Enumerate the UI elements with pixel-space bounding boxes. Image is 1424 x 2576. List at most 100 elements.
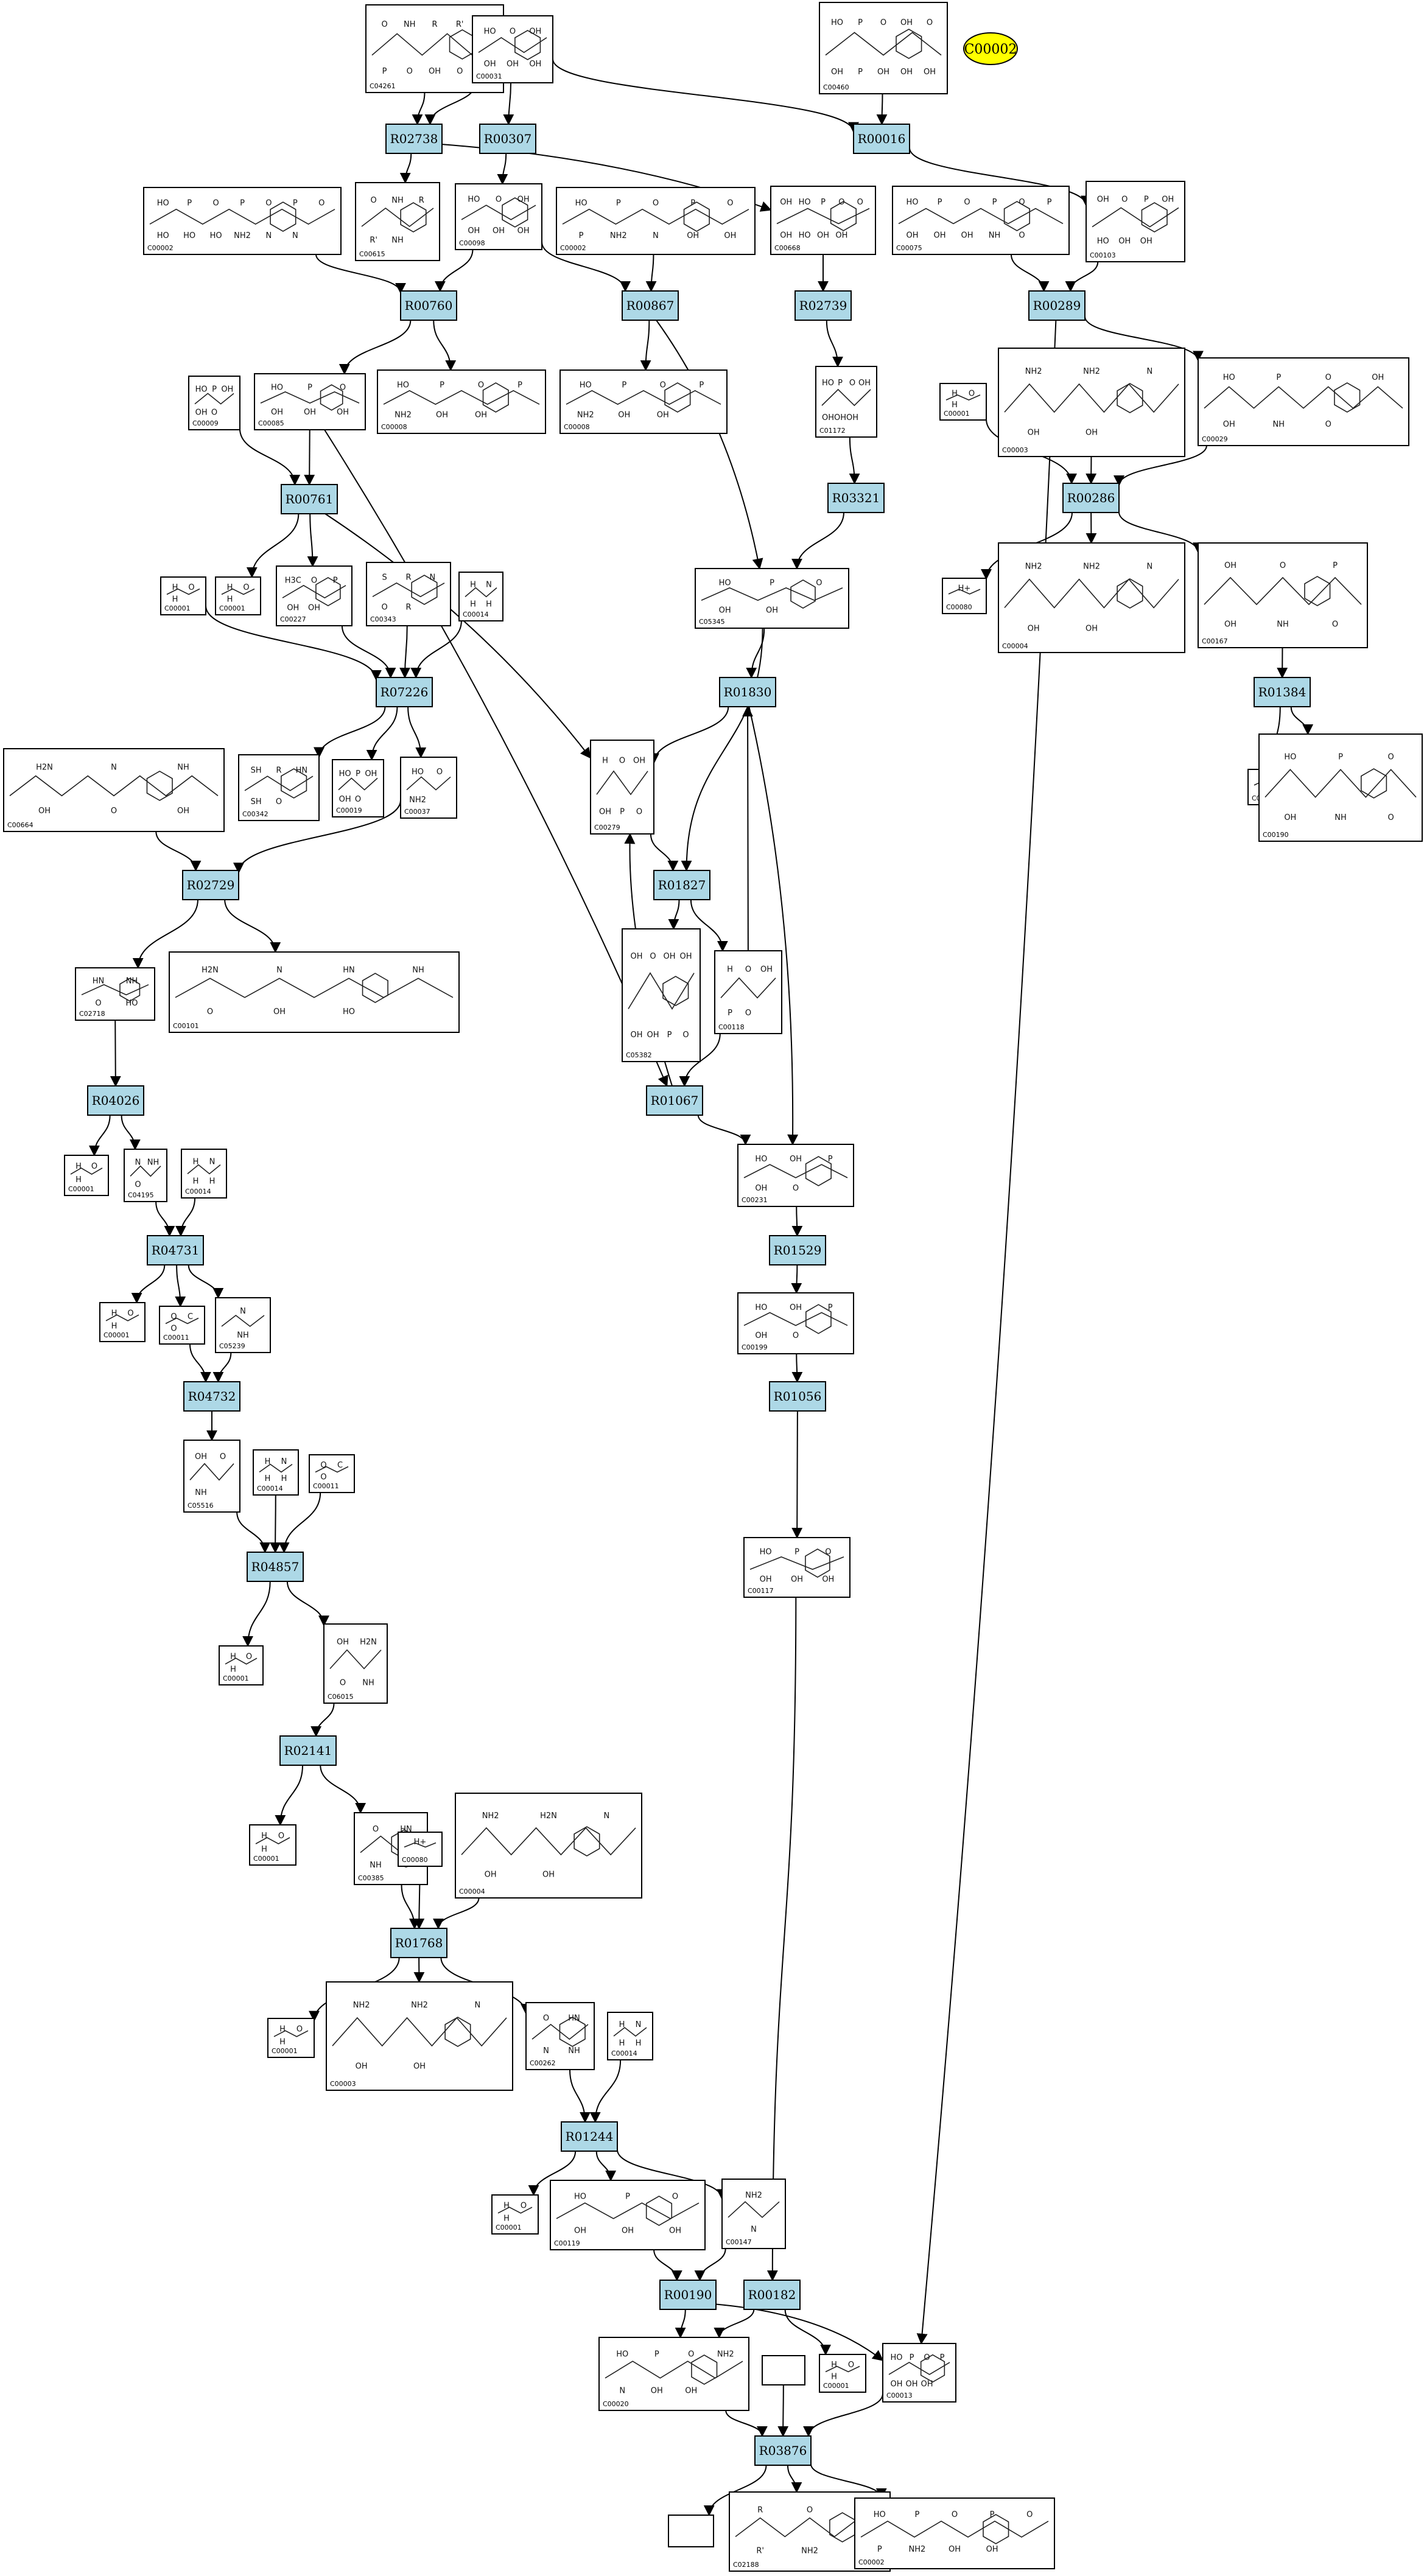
reaction-node[interactable]: R02738 [385,124,443,154]
reaction-node[interactable]: R07226 [376,677,433,707]
reaction-node[interactable]: R01827 [653,870,710,900]
reaction-node[interactable]: R01056 [769,1381,826,1412]
reaction-node[interactable]: R03321 [827,483,885,513]
compound-node[interactable] [668,2515,714,2547]
reaction-node[interactable]: R00286 [1062,483,1120,513]
compound-id: C00227 [280,615,306,623]
reaction-node[interactable]: R00182 [743,2280,801,2310]
reaction-node[interactable]: R00016 [853,124,910,154]
reaction-node[interactable]: R00289 [1028,290,1086,321]
reaction-node[interactable]: R00190 [659,2280,717,2310]
legend-oval[interactable] [963,32,1018,65]
reaction-node[interactable]: R04732 [183,1381,240,1412]
reaction-node[interactable]: R00307 [479,124,536,154]
reaction-node[interactable]: R00760 [400,290,457,321]
reaction-label: R01827 [658,878,706,892]
reaction-node[interactable]: R01244 [561,2121,618,2152]
compound-node[interactable] [762,2355,805,2385]
atom-label: NH [391,196,404,205]
reaction-node[interactable]: R00867 [622,290,679,321]
reaction-node[interactable]: R01830 [719,677,776,707]
atom-label: OH [835,231,847,240]
reaction-node[interactable]: R04026 [87,1085,144,1116]
reaction-node[interactable]: R04857 [247,1552,304,1582]
reaction-node[interactable]: R03876 [754,2435,812,2466]
reaction-node[interactable]: R01529 [769,1235,826,1265]
reaction-node[interactable]: R01384 [1254,677,1311,707]
reaction-node[interactable]: R02141 [279,1735,337,1766]
reaction-node[interactable]: R02739 [794,290,852,321]
reaction-node[interactable]: R01768 [390,1928,447,1958]
reaction-node[interactable]: R00761 [281,484,338,514]
reaction-node[interactable]: R02729 [182,870,239,900]
reaction-label: R01067 [651,1093,699,1108]
reaction-node[interactable]: R04731 [147,1235,204,1265]
reaction-node[interactable]: R01067 [646,1085,703,1116]
